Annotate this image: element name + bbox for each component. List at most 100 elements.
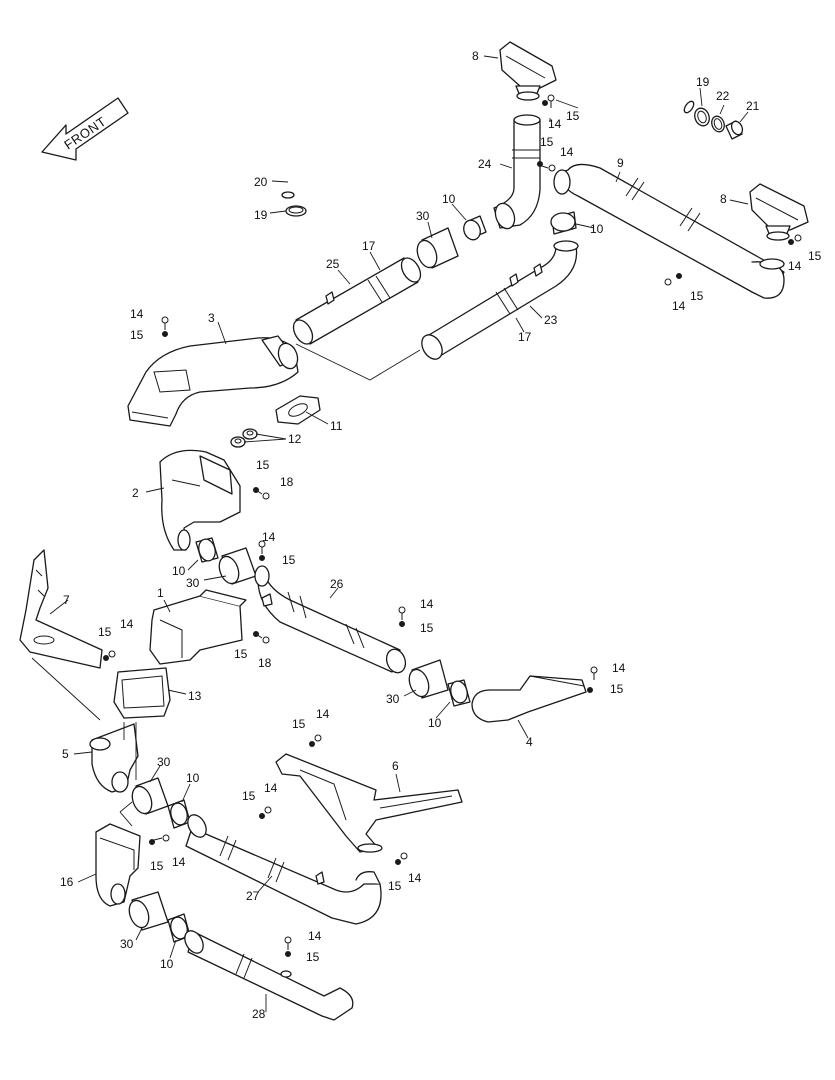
elbow-5 bbox=[89, 723, 139, 793]
screw-14 bbox=[664, 278, 672, 286]
duct-25 bbox=[292, 257, 422, 345]
callout-15-duct27: 15 bbox=[242, 789, 256, 803]
duct-3 bbox=[127, 335, 299, 427]
elbow-24 bbox=[493, 114, 541, 230]
callout-8-right: 8 bbox=[720, 192, 727, 206]
grommets-12 bbox=[230, 428, 258, 448]
callout-15-bracket6-low: 15 bbox=[388, 879, 402, 893]
callout-15-duct28: 15 bbox=[306, 950, 320, 964]
callout-14-bracket6-low: 14 bbox=[408, 871, 422, 885]
washer-15 bbox=[103, 655, 109, 661]
callout-14-bracket6: 14 bbox=[316, 707, 330, 721]
callout-24: 24 bbox=[478, 157, 492, 171]
callout-15-duct1: 15 bbox=[234, 647, 248, 661]
sleeve-30-upper bbox=[416, 227, 459, 269]
callout-21: 21 bbox=[746, 99, 760, 113]
callout-15-duct2: 15 bbox=[256, 458, 270, 472]
grommet-10-lower bbox=[167, 799, 191, 829]
grommet-10-mid bbox=[195, 537, 219, 563]
sleeve-30-right bbox=[408, 659, 449, 699]
callout-15-bracket6: 15 bbox=[292, 717, 306, 731]
gasket-11 bbox=[275, 395, 321, 425]
screw-14 bbox=[284, 936, 292, 950]
duct-2 bbox=[159, 449, 241, 551]
callout-23: 23 bbox=[544, 313, 558, 327]
fasteners bbox=[103, 94, 802, 957]
callout-14-elbow: 14 bbox=[560, 145, 574, 159]
duct-1 bbox=[149, 589, 247, 665]
callout-19-right: 19 bbox=[696, 75, 710, 89]
callout-19-left: 19 bbox=[254, 208, 268, 222]
coupler-21 bbox=[725, 120, 744, 140]
screw-14 bbox=[161, 316, 169, 330]
washer-15 bbox=[259, 555, 265, 561]
washer-15 bbox=[253, 631, 259, 637]
callout-15-duct4: 15 bbox=[610, 682, 624, 696]
washer-15 bbox=[676, 273, 682, 279]
screw-14 bbox=[153, 834, 170, 842]
callout-14-duct27: 14 bbox=[264, 781, 278, 795]
callout-22: 22 bbox=[716, 89, 730, 103]
callout-14-right: 14 bbox=[788, 259, 802, 273]
clamp-19-right bbox=[694, 107, 710, 127]
callout-27: 27 bbox=[246, 889, 260, 903]
duct-23 bbox=[421, 240, 579, 360]
washer-15 bbox=[395, 859, 401, 865]
washer-15 bbox=[399, 621, 405, 627]
duct-4 bbox=[471, 675, 587, 723]
callout-25: 25 bbox=[326, 257, 340, 271]
ring-22 bbox=[711, 115, 725, 133]
callout-20: 20 bbox=[254, 175, 268, 189]
callout-10-right: 10 bbox=[428, 716, 442, 730]
washer-15 bbox=[149, 839, 155, 845]
callout-9: 9 bbox=[617, 156, 624, 170]
callout-30-mid: 30 bbox=[186, 576, 200, 590]
screw-14 bbox=[541, 164, 556, 172]
washer-15 bbox=[309, 741, 315, 747]
callout-15-bracket7: 15 bbox=[98, 625, 112, 639]
callout-15-duct26: 15 bbox=[282, 553, 296, 567]
callout-10-upper: 10 bbox=[442, 192, 456, 206]
bracket-6 bbox=[275, 753, 463, 853]
callout-18-upper: 18 bbox=[280, 475, 294, 489]
sleeve-30-mid bbox=[218, 547, 257, 585]
grommet-10-bottom bbox=[167, 913, 191, 943]
washer-15 bbox=[285, 951, 291, 957]
screw-14 bbox=[258, 540, 266, 554]
front-direction-arrow: FRONT bbox=[41, 97, 129, 161]
callout-15-top: 15 bbox=[566, 109, 580, 123]
callout-14-duct28: 14 bbox=[308, 929, 322, 943]
grommet-10-upper-a bbox=[463, 215, 487, 241]
sleeve-30-lower bbox=[131, 777, 169, 815]
washer-15 bbox=[542, 100, 548, 106]
grommet-10-right bbox=[447, 679, 471, 707]
callout-2: 2 bbox=[132, 486, 139, 500]
screw-14 bbox=[264, 806, 272, 814]
callout-15-elbow: 15 bbox=[540, 135, 554, 149]
hose-20 bbox=[281, 5, 695, 199]
callout-15-duct9: 15 bbox=[690, 289, 704, 303]
screw-14 bbox=[547, 94, 555, 108]
washer-15 bbox=[253, 487, 259, 493]
callout-10-bottom: 10 bbox=[160, 957, 174, 971]
screw-14 bbox=[108, 650, 116, 658]
callout-8-top: 8 bbox=[472, 49, 479, 63]
sleeve-30-bottom bbox=[128, 891, 169, 931]
leader-lines bbox=[49, 55, 749, 1012]
washer-15 bbox=[587, 687, 593, 693]
clamp-19-left bbox=[285, 205, 307, 217]
callout-10-upper-right: 10 bbox=[590, 222, 604, 236]
vent-bracket-8-right bbox=[749, 183, 809, 241]
washer-15 bbox=[788, 239, 794, 245]
callout-15-right: 15 bbox=[808, 249, 822, 263]
callout-11: 11 bbox=[330, 419, 343, 433]
vent-bracket-8-top bbox=[499, 41, 557, 101]
callout-15-mid: 15 bbox=[420, 621, 434, 635]
callout-3: 3 bbox=[208, 311, 215, 325]
adapter-13 bbox=[113, 667, 171, 719]
screw-14 bbox=[794, 234, 802, 242]
callout-15-elbow16: 15 bbox=[150, 859, 164, 873]
callout-14-duct9: 14 bbox=[672, 299, 686, 313]
washer-15 bbox=[259, 813, 265, 819]
duct-26 bbox=[254, 565, 407, 674]
